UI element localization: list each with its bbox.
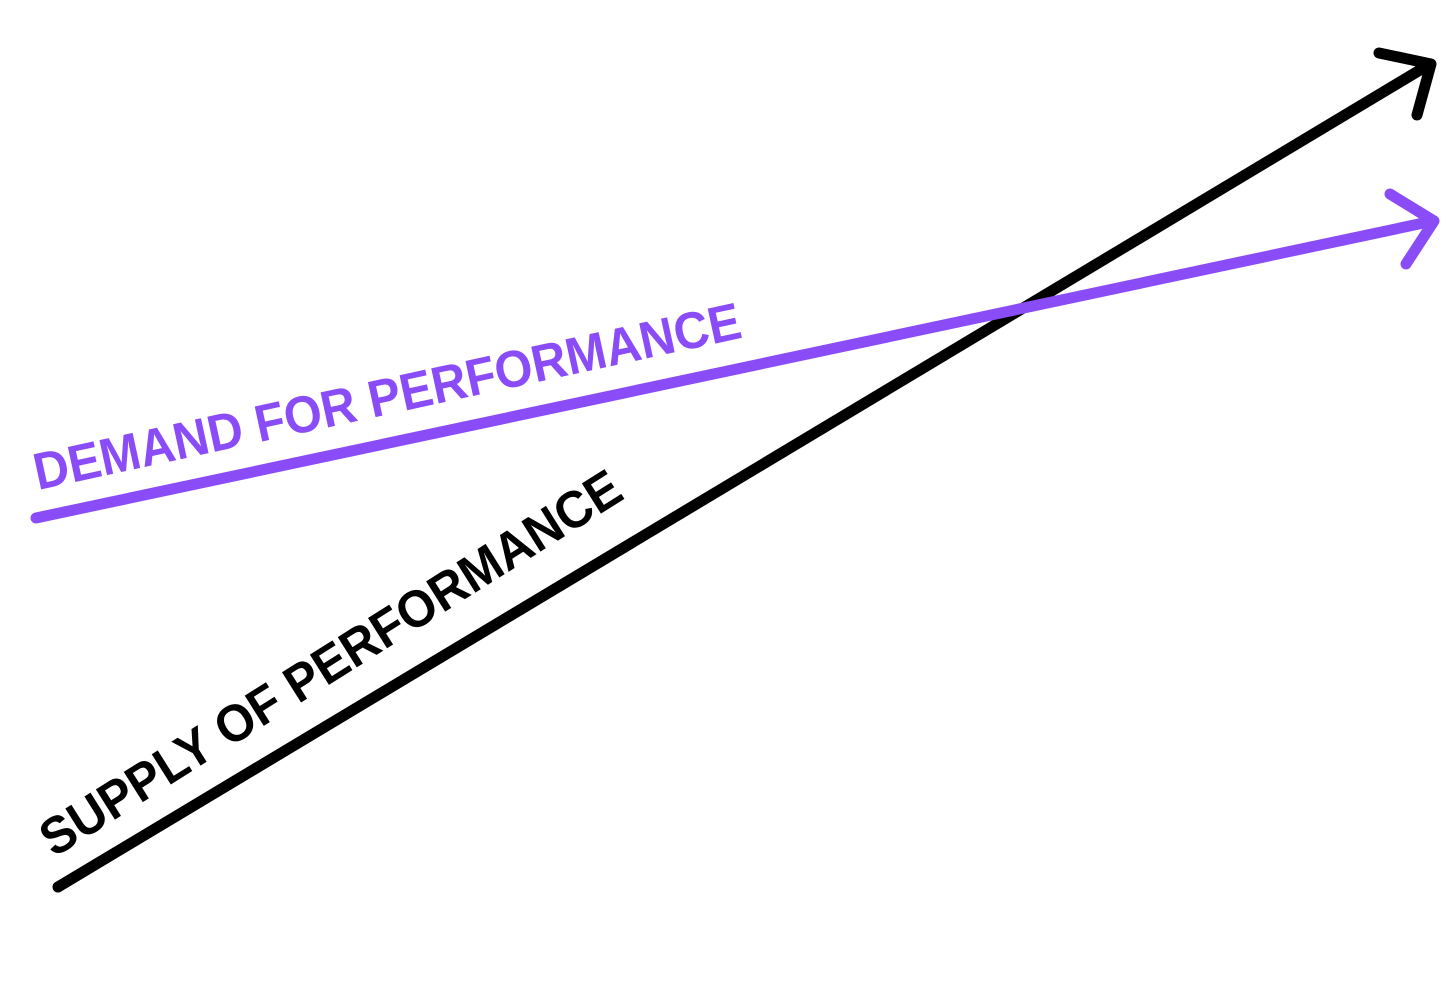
supply-arrowhead-icon [1373,47,1437,121]
supply-line [52,58,1436,893]
demand-label: DEMAND FOR PERFORMANCE [28,292,746,501]
demand-arrow [30,188,1440,524]
demand-line [30,215,1439,524]
supply-arrow [52,47,1437,893]
supply-label: SUPPLY OF PERFORMANCE [29,459,632,868]
demand-arrowhead-icon [1384,188,1440,270]
